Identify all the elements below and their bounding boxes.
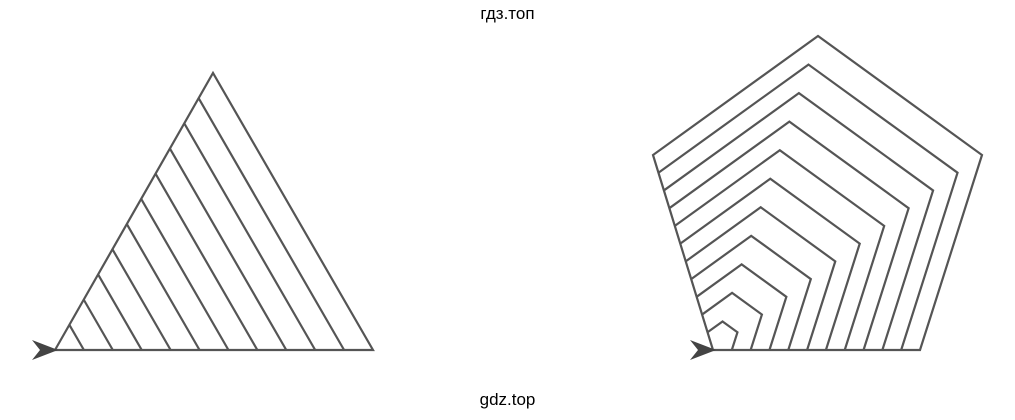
pentagon-spiral-line bbox=[685, 205, 837, 351]
pentagon-spiral-lines bbox=[657, 63, 959, 351]
pentagon-spiral-line bbox=[695, 263, 788, 351]
triangle-hatch-line bbox=[97, 273, 143, 351]
triangle-figure bbox=[32, 70, 375, 360]
pentagon-spiral-line bbox=[701, 291, 764, 351]
pentagon-spiral-line bbox=[674, 148, 886, 351]
triangle-hatch-line bbox=[125, 223, 201, 351]
pentagon-spiral-line bbox=[668, 120, 910, 351]
pentagon-start-arrow-icon bbox=[690, 340, 716, 360]
pentagon-spiral-line bbox=[690, 234, 813, 351]
triangle-hatch-line bbox=[111, 248, 172, 351]
pentagon-outline bbox=[651, 34, 984, 352]
pentagon-figure bbox=[651, 34, 984, 360]
pentagon-spiral-line bbox=[663, 91, 935, 351]
triangle-start-arrow-icon bbox=[32, 340, 58, 360]
pentagon-spiral-line bbox=[657, 63, 959, 351]
triangle-hatch-line bbox=[140, 198, 230, 351]
triangle-hatch-line bbox=[183, 122, 317, 351]
watermark-top: гдз.топ bbox=[480, 4, 535, 23]
triangle-hatch-line bbox=[68, 324, 85, 351]
triangle-outline bbox=[53, 70, 375, 352]
watermark-bottom: gdz.top bbox=[479, 390, 536, 409]
pentagon-spiral-line bbox=[706, 320, 739, 351]
triangle-hatch-line bbox=[82, 299, 114, 351]
triangle-hatch-line bbox=[197, 97, 346, 351]
triangle-hatch-lines bbox=[68, 97, 346, 351]
triangle-hatch-line bbox=[168, 147, 288, 351]
triangle-hatch-line bbox=[154, 173, 259, 351]
pentagon-spiral-line bbox=[679, 177, 862, 351]
